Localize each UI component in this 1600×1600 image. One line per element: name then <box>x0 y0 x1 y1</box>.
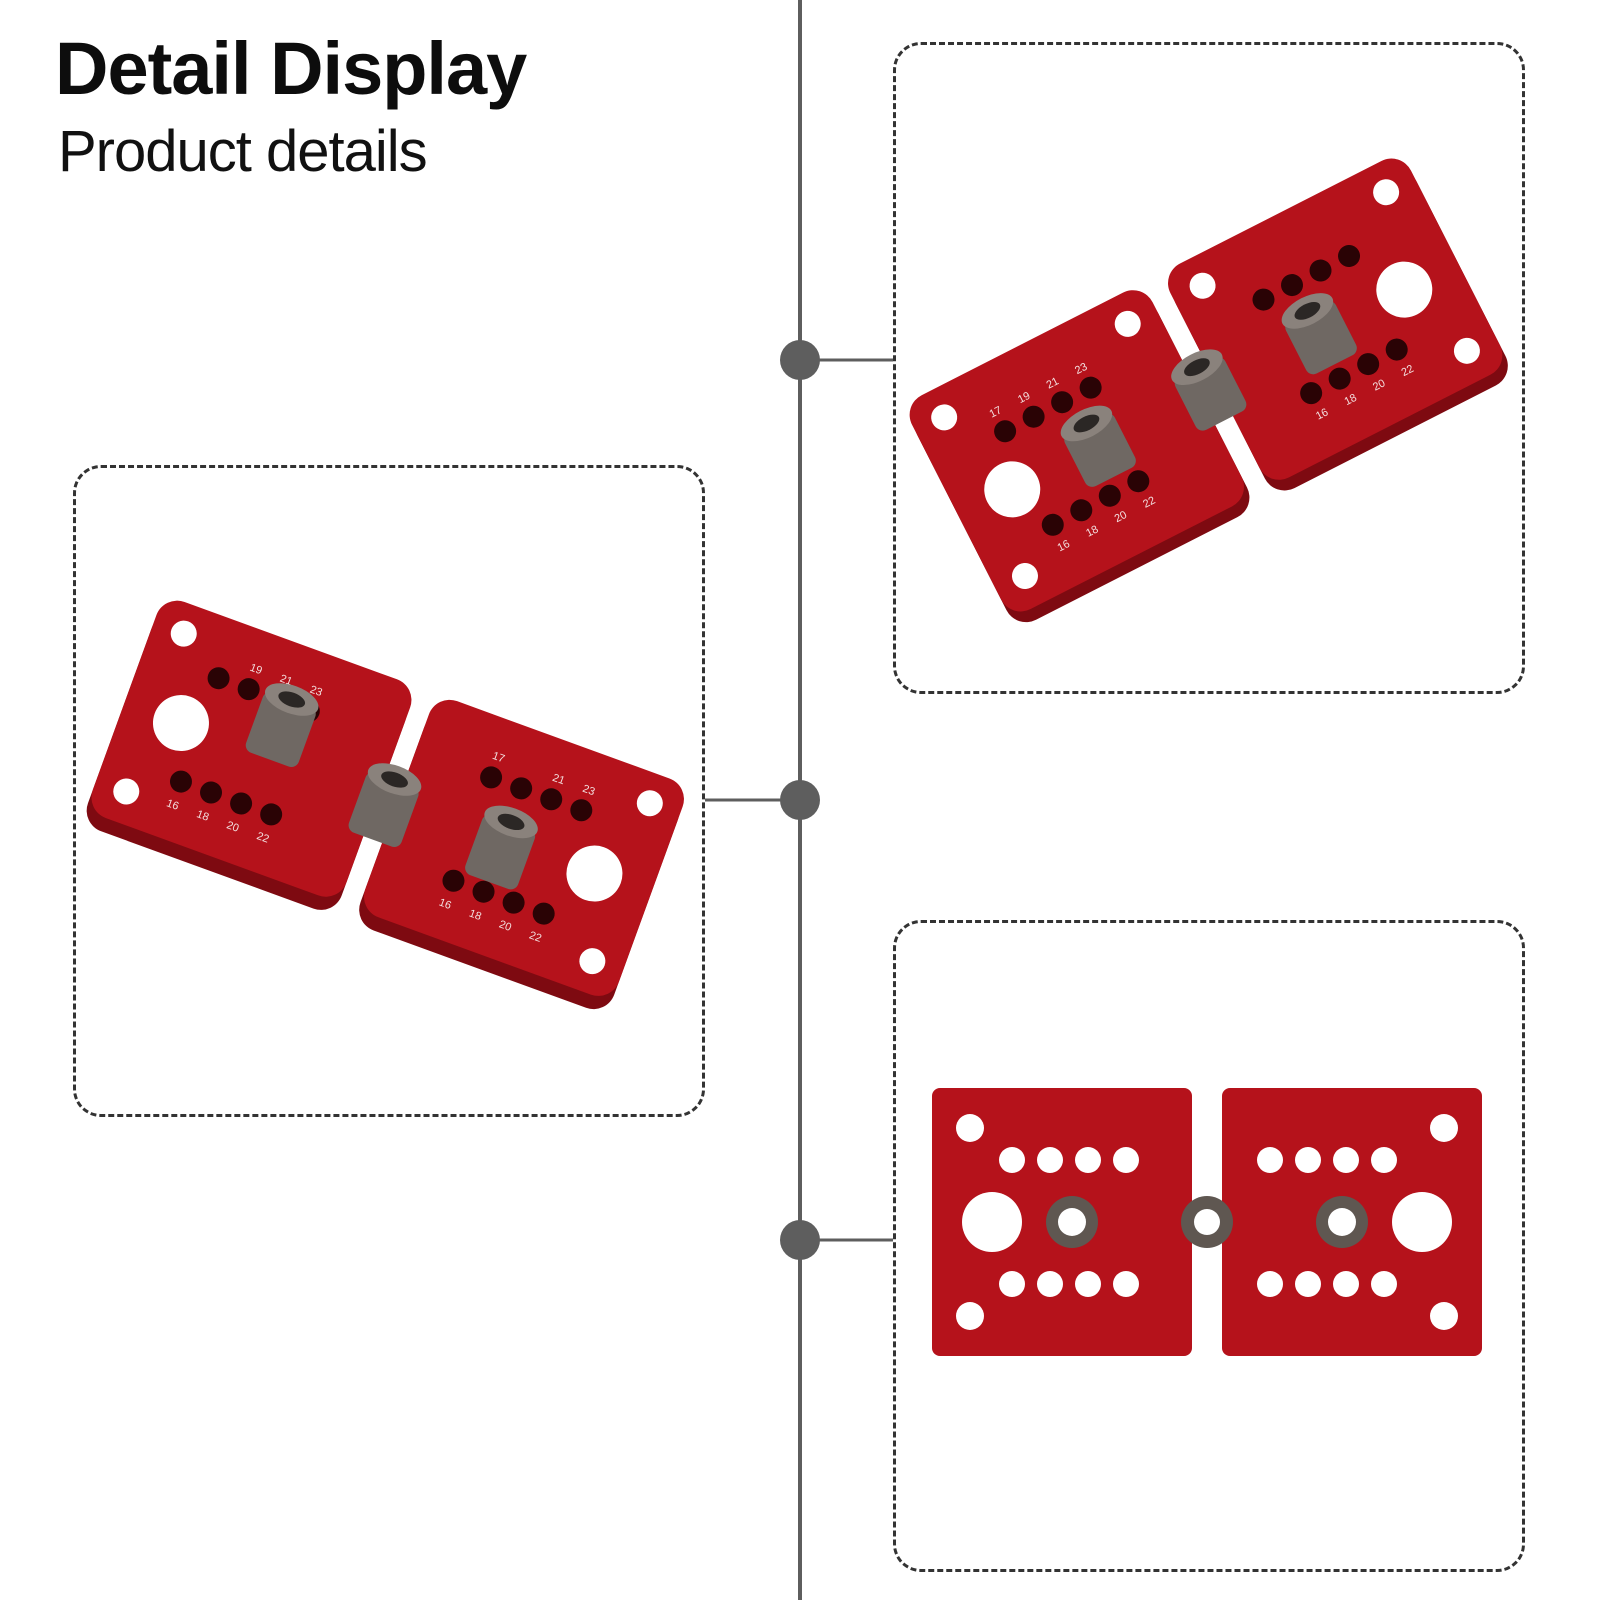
svg-text:19: 19 <box>1016 390 1032 406</box>
detail-panel-angled-top: 17 19 21 23 16 18 20 22 <box>893 42 1525 694</box>
detail-panel-bottom <box>893 920 1525 1572</box>
dowel-jig-bottom-image <box>932 1088 1482 1356</box>
steel-bushing <box>1171 349 1247 431</box>
detail-panel-angled-left: 19 21 23 16 18 20 22 <box>73 465 705 1117</box>
svg-text:20: 20 <box>1113 509 1129 525</box>
svg-text:18: 18 <box>195 808 211 823</box>
jig-plate-left: 19 21 23 16 18 20 22 <box>86 600 412 910</box>
page-subtitle: Product details <box>58 119 428 184</box>
svg-text:16: 16 <box>165 797 181 812</box>
steel-bushing <box>1181 1196 1233 1248</box>
svg-text:22: 22 <box>255 830 271 845</box>
svg-text:16: 16 <box>1056 538 1072 554</box>
svg-text:20: 20 <box>1371 377 1387 393</box>
svg-text:23: 23 <box>581 783 597 798</box>
svg-text:18: 18 <box>467 908 483 923</box>
svg-text:21: 21 <box>551 772 567 787</box>
dowel-jig-angled-image: 17 19 21 23 16 18 20 22 <box>909 158 1508 623</box>
jig-plate-right <box>1222 1088 1482 1356</box>
svg-text:18: 18 <box>1342 392 1358 408</box>
svg-text:22: 22 <box>1141 494 1157 510</box>
svg-text:17: 17 <box>491 750 507 765</box>
dowel-jig-side-image: 19 21 23 16 18 20 22 <box>86 600 684 1010</box>
steel-bushing <box>348 763 422 847</box>
svg-text:22: 22 <box>1400 363 1416 379</box>
steel-bushing <box>1060 405 1136 487</box>
jig-plate-left <box>932 1088 1192 1356</box>
svg-text:21: 21 <box>1045 375 1061 391</box>
svg-text:18: 18 <box>1084 523 1100 539</box>
timeline-node-1 <box>780 340 820 380</box>
steel-bushing <box>465 805 538 890</box>
svg-text:16: 16 <box>437 897 453 912</box>
svg-text:22: 22 <box>527 929 543 944</box>
timeline-node-3 <box>780 1220 820 1260</box>
svg-text:19: 19 <box>248 662 264 677</box>
svg-text:23: 23 <box>1073 361 1089 377</box>
timeline-node-2 <box>780 780 820 820</box>
svg-text:23: 23 <box>308 684 324 699</box>
steel-bushing <box>1281 293 1357 375</box>
page-title: Detail Display <box>55 27 527 110</box>
svg-text:20: 20 <box>225 819 241 834</box>
steel-bushing <box>245 683 319 767</box>
svg-text:16: 16 <box>1314 406 1330 422</box>
svg-text:20: 20 <box>497 918 513 933</box>
svg-text:17: 17 <box>987 404 1003 420</box>
